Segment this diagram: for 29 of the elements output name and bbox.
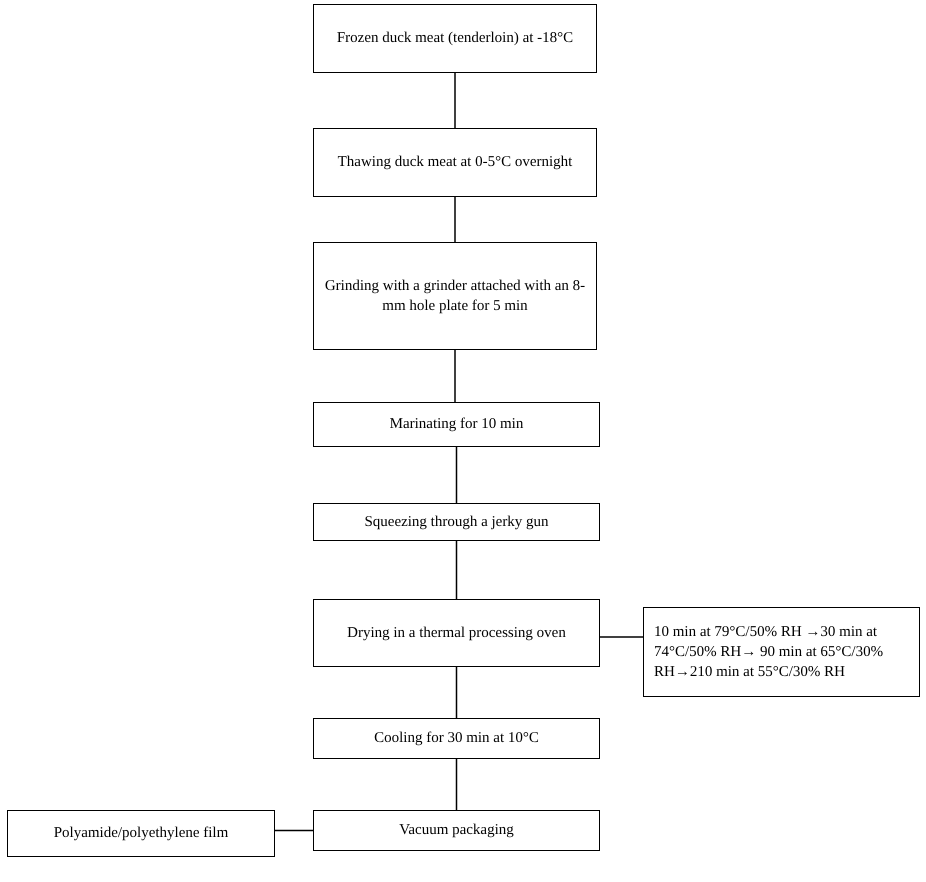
step-text: Polyamide/polyethylene film (54, 824, 228, 844)
step-text: Marinating for 10 min (390, 415, 524, 434)
connector-line (454, 350, 456, 402)
connector-line (456, 667, 458, 718)
connector-line (456, 541, 458, 599)
step-text: 10 min at 79°C/50% RH →30 min at 74°C/50% RH→ 90 min at 65°C/30% RH→210 min at 55°C/30% RH (654, 622, 884, 682)
step-text: Drying in a thermal processing oven (347, 624, 566, 643)
process-box (313, 810, 600, 851)
process-box (313, 402, 600, 447)
connector-line (456, 447, 458, 503)
connector-line (600, 636, 643, 638)
step-text: Frozen duck meat (tenderloin) at -18°C (336, 29, 574, 48)
step-text: Thawing duck meat at 0-5°C overnight (338, 153, 572, 172)
process-box (313, 242, 597, 350)
connector-line (456, 759, 458, 810)
step-text: Cooling for 30 min at 10°C (374, 729, 539, 748)
connector-line (454, 197, 456, 242)
connector-line (275, 830, 313, 832)
process-box (313, 503, 600, 541)
connector-line (454, 73, 456, 128)
process-box (313, 4, 597, 73)
step-text: Squeezing through a jerky gun (364, 512, 549, 532)
process-box (313, 128, 597, 197)
process-box (643, 607, 920, 697)
step-text: Grinding with a grinder attached with an 8-mm hole plate for 5 min (324, 276, 586, 316)
process-box (7, 810, 275, 857)
process-box (313, 718, 600, 759)
step-text: Vacuum packaging (399, 821, 514, 840)
process-box (313, 599, 600, 667)
